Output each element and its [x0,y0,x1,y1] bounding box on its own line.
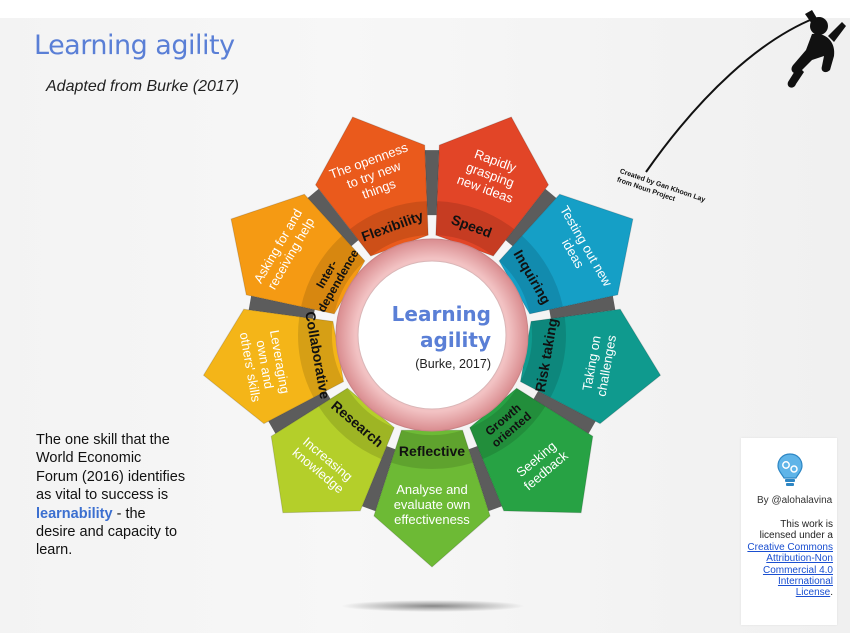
license-text: This work is licensed under a Creative C… [745,519,833,599]
segment-connector [248,295,315,319]
center-title-line2: agility [420,328,491,352]
segment-label-band [297,316,344,398]
segment-connector [468,446,502,512]
segment-connector [505,188,557,247]
segment-shape [373,429,491,568]
side-text-highlight: learnability [36,505,113,522]
center-citation: (Burke, 2017) [415,357,491,371]
segment-connector [533,390,596,434]
license-link[interactable]: Creative Commons Attribution-Non Commerc… [747,541,833,599]
author-handle: By @alohalavina [757,495,833,506]
lightbulb-gears-icon [777,453,803,486]
segment-connector [424,150,440,216]
side-description: The one skill that the World Economic Fo… [36,431,186,560]
segment-shape [469,387,594,514]
segment-shape [314,116,429,257]
segment-label-band [318,388,395,460]
segment-label-band [435,201,515,256]
page-title: Learning agility [34,30,235,61]
rope-line [645,17,816,173]
segment-shape [498,193,634,315]
page-subtitle: Adapted from Burke (2017) [46,78,239,95]
segment-connector [549,295,616,319]
license-box: By @alohalavina This work is licensed un… [741,438,837,625]
segment-shape [519,308,662,425]
license-prefix: This work is licensed under a [759,519,833,542]
segment-shape [230,193,366,315]
side-text-after: - the desire and capacity to learn. [36,505,178,559]
segment-label-band [391,430,473,469]
center-hub: Learning agility (Burke, 2017) [335,238,529,432]
segment-label-band [469,388,546,460]
segment-description: effectiveness [394,512,470,527]
segment-connector [307,188,359,247]
segment-shape [202,308,345,425]
segment-description: evaluate own [394,497,471,512]
segment-label: Reflective [399,443,465,459]
segment-shape [435,116,550,257]
segment-shape [270,387,395,514]
segment-label-band [349,201,429,256]
rope-climber-icon [787,10,846,88]
segment-connector [362,446,396,512]
segment-label-band [520,316,566,398]
license-suffix: . [830,587,833,599]
side-text-before: The one skill that the World Economic Fo… [36,432,186,504]
segment-description: Analyse and [396,482,468,497]
center-title-line1: Learning [392,302,491,326]
segment-connector [268,390,331,434]
drop-shadow [341,600,525,612]
inner-circle [357,260,507,410]
segment-label-band [301,235,365,314]
segment-label-band [499,235,563,314]
